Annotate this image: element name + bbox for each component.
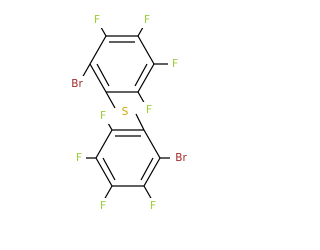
fluorine-atom-label: F — [144, 14, 150, 26]
bond-to-f — [143, 185, 153, 201]
double-bond — [102, 157, 116, 181]
fluorine-atom-label: F — [100, 110, 106, 122]
fluorine-atom-label: F — [94, 14, 100, 26]
fluorine-atom-label: F — [172, 58, 178, 70]
bond — [137, 63, 155, 93]
bond — [89, 35, 107, 65]
bond — [137, 35, 155, 65]
fluorine-atom-label: F — [146, 104, 152, 116]
double-bond — [134, 63, 148, 87]
molecule-canvas: F F F F Br S F F F Br F — [66, 12, 192, 214]
upper-ring — [81, 21, 172, 109]
lower-ring — [82, 113, 172, 201]
bond-to-f — [103, 185, 113, 201]
fluorine-atom-label: F — [100, 200, 106, 212]
bond — [95, 129, 113, 159]
bond — [89, 63, 107, 93]
bond — [143, 157, 161, 187]
structure-diagram: F F F F Br S F F F Br F — [66, 12, 192, 214]
bond-to-s — [135, 113, 145, 131]
fluorine-atom-label: F — [76, 152, 82, 164]
bond — [95, 157, 113, 187]
bond-to-br — [81, 63, 91, 79]
bond-to-s — [105, 91, 116, 109]
atom-labels: F F F F Br S F F F Br F — [66, 12, 192, 214]
sulfur-atom-label: S — [122, 106, 129, 118]
bond — [143, 129, 161, 159]
double-bond — [140, 157, 154, 181]
double-bond — [96, 63, 110, 87]
fluorine-atom-label: F — [150, 200, 156, 212]
bromine-atom-label: Br — [175, 152, 187, 164]
bromine-atom-label: Br — [71, 78, 83, 90]
